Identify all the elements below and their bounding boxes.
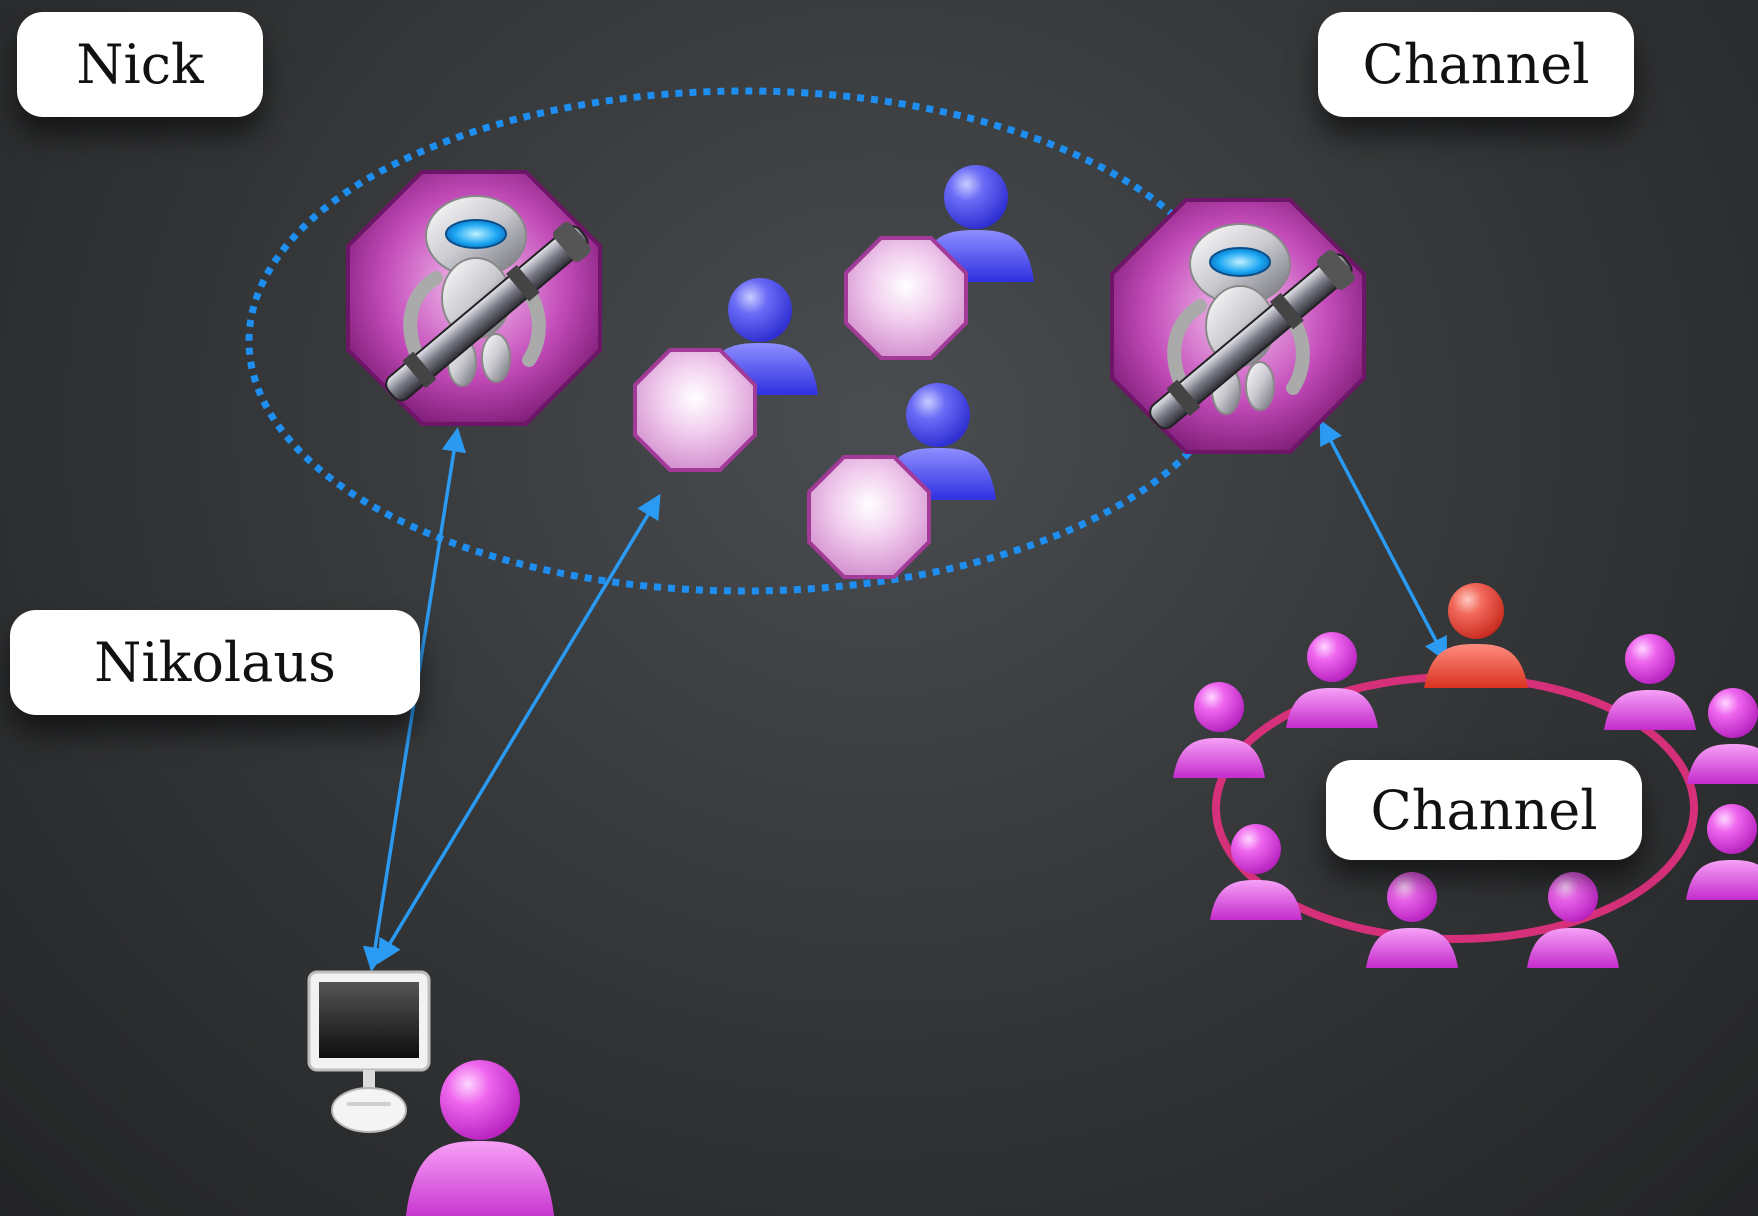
operator-person-icon [1424, 583, 1528, 688]
label-channel-ring: Channel [1326, 760, 1642, 860]
person-icon [1687, 688, 1758, 784]
person-icon [1366, 872, 1458, 968]
label-nikolaus: Nikolaus [10, 610, 420, 715]
stop-badge-user-icon [633, 278, 818, 472]
imac-computer-icon [307, 970, 431, 1133]
robot-bot-icon [1112, 200, 1364, 452]
person-icon [1286, 632, 1378, 728]
person-icon [1604, 634, 1696, 730]
ring-participants [1173, 583, 1758, 968]
stop-badge-user-icon [844, 165, 1034, 360]
stop-badge-user-icon [807, 383, 996, 579]
person-icon [406, 1060, 554, 1216]
label-nick: Nick [17, 12, 263, 117]
arrow-computer-to-user [377, 493, 661, 965]
robot-bot-icon [348, 172, 600, 424]
arrow-bot-right-to-ring [1319, 419, 1448, 663]
person-icon [1173, 682, 1265, 778]
person-icon [1527, 872, 1619, 968]
label-channel: Channel [1318, 12, 1634, 117]
